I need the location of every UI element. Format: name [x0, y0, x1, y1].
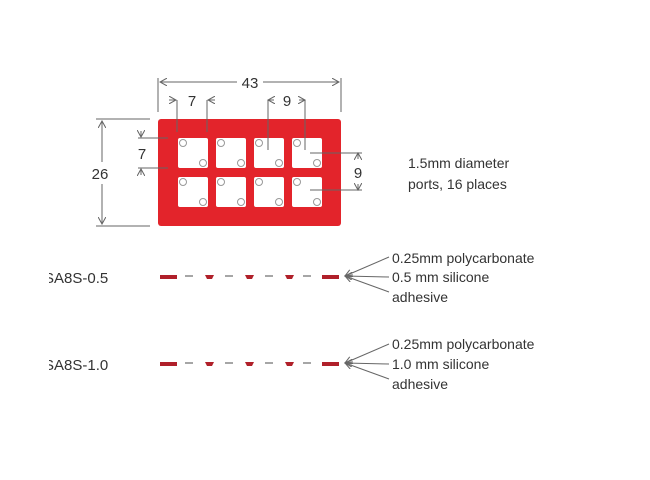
layer-label: 0.25mm polycarbonate	[392, 250, 535, 266]
callout-line	[345, 276, 390, 293]
port-icon	[179, 178, 187, 186]
silicone-wall	[285, 275, 294, 279]
port-icon	[275, 198, 283, 206]
well-width-dimension: 7	[188, 93, 196, 110]
port-icon	[313, 159, 321, 167]
section-end	[322, 362, 339, 366]
well-pitch-x-dimension: 9	[283, 93, 291, 110]
port-icon	[199, 159, 207, 167]
layer-label: adhesive	[392, 289, 448, 305]
silicone-wall	[205, 275, 214, 279]
section-end	[160, 275, 177, 279]
port-note-line1: 1.5mm diameter	[408, 155, 509, 171]
section-end	[160, 362, 177, 366]
section-sa8s-0-5: SA8S-0.5 0.25mm polycarbonate 0.5 mm sil…	[44, 250, 535, 305]
layer-label: 0.25mm polycarbonate	[392, 336, 535, 352]
port-icon	[217, 139, 225, 147]
section-sa8s-1-0: SA8S-1.0 0.25mm polycarbonate 1.0 mm sil…	[44, 336, 535, 392]
section-label: SA8S-0.5	[44, 270, 108, 287]
port-icon	[179, 139, 187, 147]
silicone-wall	[245, 275, 254, 279]
port-icon	[199, 198, 207, 206]
width-dimension: 43	[242, 75, 259, 92]
callout-line	[345, 256, 390, 276]
callout-line	[345, 363, 390, 380]
slide-plate	[158, 119, 341, 226]
callout-line	[345, 363, 390, 364]
well-pitch-y-dimension: 9	[354, 165, 362, 182]
callout-line	[345, 343, 390, 363]
layer-label: adhesive	[392, 376, 448, 392]
port-icon	[313, 198, 321, 206]
port-icon	[275, 159, 283, 167]
port-icon	[237, 198, 245, 206]
port-icon	[255, 139, 263, 147]
callout-line	[345, 276, 390, 277]
well-height-dimension: 7	[138, 146, 146, 163]
section-label: SA8S-1.0	[44, 357, 108, 374]
section-end	[322, 275, 339, 279]
port-icon	[255, 178, 263, 186]
port-note-line2: ports, 16 places	[408, 176, 507, 192]
silicone-wall	[285, 362, 294, 366]
layer-label: 0.5 mm silicone	[392, 269, 489, 285]
port-icon	[237, 159, 245, 167]
wells	[178, 138, 322, 207]
silicone-wall	[245, 362, 254, 366]
port-icon	[217, 178, 225, 186]
layer-label: 1.0 mm silicone	[392, 356, 489, 372]
height-dimension: 26	[92, 166, 109, 183]
silicone-wall	[205, 362, 214, 366]
port-icon	[293, 139, 301, 147]
port-icon	[293, 178, 301, 186]
